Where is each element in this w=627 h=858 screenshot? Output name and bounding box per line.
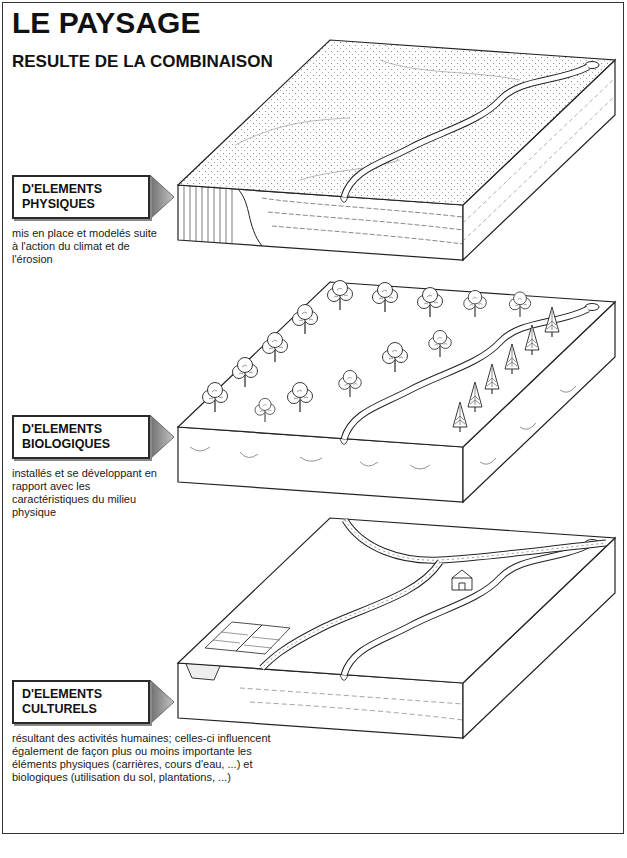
tag-heading: D'ELEMENTS BIOLOGIQUES <box>12 415 150 459</box>
cultural-block-part <box>345 520 606 560</box>
cultural-block-part <box>452 570 472 590</box>
tag-description: installés et se développant en rapport a… <box>12 467 162 519</box>
biological-block-part <box>468 382 482 412</box>
biological-block-part <box>545 307 559 337</box>
physical-block-part <box>184 186 232 244</box>
physical-block-part <box>340 62 599 203</box>
biological-block-part <box>453 402 467 432</box>
tag-arrow-shape <box>150 680 174 724</box>
physical-block-part <box>262 198 463 244</box>
cultural-block-part <box>186 664 220 680</box>
biological-block-part <box>340 304 599 445</box>
tag-arrow-shape <box>150 415 174 459</box>
biological-block-part <box>418 288 443 318</box>
title: LE PAYSAGE <box>12 6 200 40</box>
biological-block <box>178 281 615 503</box>
biological-block-part <box>339 370 362 397</box>
biological-block-part <box>190 447 430 469</box>
cultural-block-part <box>262 562 440 668</box>
frame <box>3 3 624 834</box>
category-tag: D'ELEMENTS CULTURELS résultant des activi… <box>12 680 282 784</box>
tag-heading: D'ELEMENTS CULTURELS <box>12 680 150 724</box>
biological-block-part <box>328 281 353 311</box>
biological-block-part <box>464 290 487 317</box>
biological-block-part <box>383 343 408 373</box>
tag-arrow <box>150 175 174 219</box>
tag-arrow <box>150 680 174 724</box>
biological-block-part <box>233 358 258 388</box>
cultural-block-part <box>240 688 463 720</box>
cultural-block-part <box>178 518 615 683</box>
category-tag: D'ELEMENTS PHYSIQUES mis en place et mode… <box>12 175 162 266</box>
subtitle: RESULTE DE LA COMBINAISON <box>12 52 273 72</box>
biological-block-part <box>263 333 288 363</box>
biological-block-part <box>429 330 452 357</box>
cultural-block <box>178 518 615 738</box>
physical-block-part <box>238 189 262 246</box>
biological-block-part <box>509 292 530 317</box>
cultural-block-part <box>262 562 440 668</box>
cultural-block-part <box>262 562 440 668</box>
tag-heading: D'ELEMENTS PHYSIQUES <box>12 175 150 219</box>
cultural-block-part <box>345 520 606 560</box>
biological-block-part <box>505 344 519 374</box>
cultural-block-part <box>345 520 606 560</box>
biological-block-part <box>288 383 313 413</box>
biological-block-part <box>255 398 275 422</box>
biological-block-part <box>525 325 539 355</box>
biological-block-part <box>178 282 615 447</box>
tag-description: mis en place et modelés suite à l'action… <box>12 227 162 266</box>
tag-arrow-shape <box>150 175 174 219</box>
physical-block <box>178 40 615 260</box>
tag-description: résultant des activités humaines; celles… <box>12 732 282 784</box>
biological-block-part <box>293 305 318 335</box>
cultural-block-part <box>213 632 280 648</box>
biological-block-part <box>203 383 228 413</box>
tag-arrow <box>150 415 174 459</box>
cultural-block-part <box>205 622 290 654</box>
biological-block-part <box>373 283 398 313</box>
category-tag: D'ELEMENTS BIOLOGIQUES installés et se dé… <box>12 415 162 519</box>
biological-block-part <box>485 364 499 394</box>
